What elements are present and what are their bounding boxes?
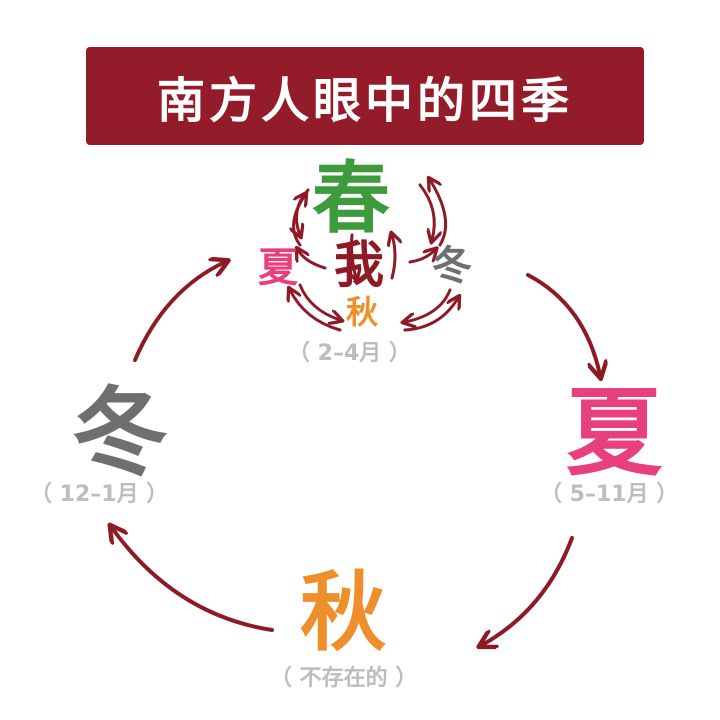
cluster-summer-label: 夏 [258, 245, 298, 291]
mini-arrow-8 [403, 298, 458, 332]
season-summer-label: 夏 [566, 377, 662, 489]
season-winter-label: 冬 [72, 377, 168, 489]
season-autumn-label: 秋 [300, 563, 386, 663]
season-spring-label: 春 [312, 154, 391, 244]
cluster-autumn-label: 秋 [346, 293, 379, 331]
mini-arrow-4 [430, 180, 448, 247]
cluster-winter-label: 冬 [432, 243, 472, 289]
page-title: 南方人眼中的四季 [156, 73, 573, 129]
arrow-autumn-to-winter [112, 528, 274, 632]
mini-arrow-2 [292, 195, 305, 247]
arrow-winter-to-spring [133, 262, 225, 362]
season-winter-range: （ 12–1月 ） [30, 482, 169, 507]
arrow-spring-to-summer [526, 273, 600, 375]
season-summer-range: （ 5–11月 ） [540, 482, 679, 507]
center-me-label: 我 [334, 236, 384, 294]
title-banner: 南方人眼中的四季 [86, 47, 644, 145]
season-spring-range: （ 2–4月 ） [288, 341, 411, 366]
mini-arrow-3 [418, 183, 434, 240]
mini-arrow-12 [408, 250, 435, 264]
mini-arrow-5 [298, 283, 340, 320]
mini-arrow-6 [290, 290, 342, 332]
arrow-summer-to-autumn [482, 536, 574, 645]
season-autumn-range: （ 不存在的 ） [270, 666, 418, 691]
mini-arrow-9 [352, 233, 357, 278]
mini-arrow-11 [298, 250, 327, 270]
mini-arrow-10 [392, 235, 395, 280]
